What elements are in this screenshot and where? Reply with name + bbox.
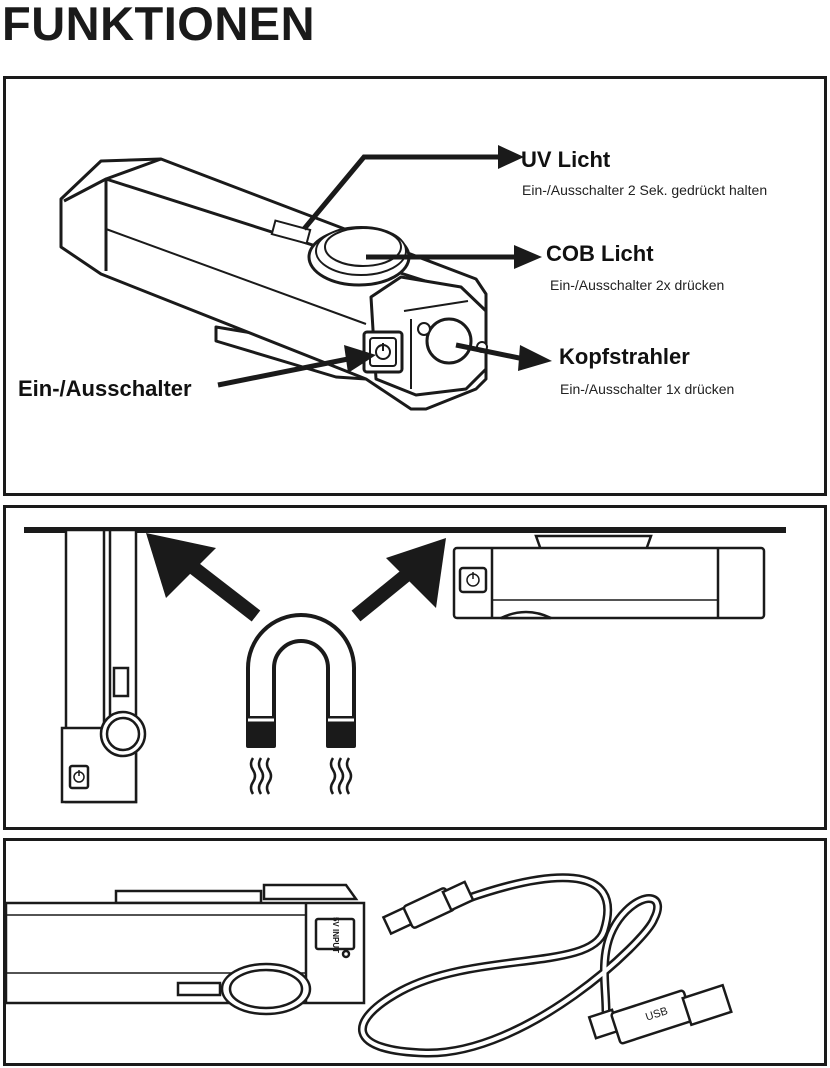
power-icon bbox=[375, 343, 391, 360]
magnet-icon bbox=[246, 613, 356, 795]
uv-label: UV Licht bbox=[521, 147, 611, 172]
power-icon bbox=[73, 770, 85, 783]
power-icon bbox=[466, 572, 480, 587]
flashlight-illustration bbox=[59, 145, 552, 411]
head-label: Kopfstrahler bbox=[559, 344, 690, 369]
arrow-icon bbox=[217, 145, 552, 388]
head-desc: Ein-/Ausschalter 1x drücken bbox=[560, 381, 735, 397]
magnet-panel bbox=[3, 505, 827, 830]
arrow-icon bbox=[146, 533, 446, 622]
usb-cable-icon: USB bbox=[358, 873, 733, 1058]
page-title: FUNKTIONEN bbox=[2, 0, 316, 50]
charging-illustration: 5V INPUT USB bbox=[6, 873, 733, 1058]
uv-desc: Ein-/Ausschalter 2 Sek. gedrückt halten bbox=[522, 182, 768, 198]
charging-panel: 5V INPUT USB bbox=[3, 838, 827, 1066]
port-label: 5V INPUT bbox=[331, 917, 340, 953]
magnet-illustration bbox=[24, 527, 786, 804]
cob-label: COB Licht bbox=[546, 241, 654, 266]
cob-desc: Ein-/Ausschalter 2x drücken bbox=[550, 277, 725, 293]
switch-label: Ein-/Ausschalter bbox=[18, 376, 192, 401]
functions-panel: UV Licht Ein-/Ausschalter 2 Sek. gedrück… bbox=[3, 76, 827, 496]
